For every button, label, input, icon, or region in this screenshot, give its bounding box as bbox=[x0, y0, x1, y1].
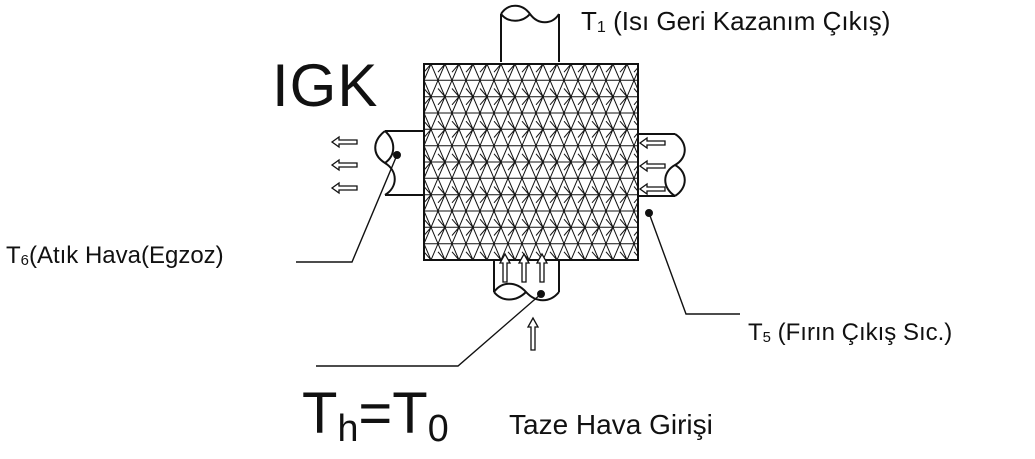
arrow-left-icon bbox=[638, 136, 666, 150]
left-exhaust-pipe bbox=[374, 130, 424, 196]
exhaust-flow-arrows bbox=[330, 135, 358, 195]
label-t5-furnace-outlet: T5 (Fırın Çıkış Sıc.) bbox=[748, 319, 953, 347]
heat-exchanger-core bbox=[423, 63, 639, 261]
label-t6-exhaust: T6(Atık Hava(Egzoz) bbox=[6, 242, 224, 270]
label-fresh-air-inlet: Taze Hava Girişi bbox=[509, 409, 713, 440]
diagram-title: IGK bbox=[272, 52, 379, 119]
furnace-flow-arrows bbox=[638, 136, 666, 196]
arrow-left-icon bbox=[330, 181, 358, 195]
label-th-equation: Th=T0 bbox=[302, 381, 449, 449]
arrow-up-icon bbox=[498, 252, 512, 283]
leader-t6 bbox=[296, 154, 398, 263]
leader-lines bbox=[296, 154, 740, 367]
right-furnace-pipe bbox=[638, 133, 686, 217]
arrow-up-icon bbox=[526, 316, 540, 351]
fresh-air-flow-arrows bbox=[498, 252, 549, 351]
label-t1-heat-recovery-outlet: T1 (Isı Geri Kazanım Çıkış) bbox=[581, 6, 891, 37]
arrow-left-icon bbox=[330, 135, 358, 149]
leader-t5 bbox=[648, 212, 740, 315]
arrow-up-icon bbox=[535, 252, 549, 283]
arrow-left-icon bbox=[638, 182, 666, 196]
arrow-up-icon bbox=[517, 252, 531, 283]
arrow-left-icon bbox=[330, 158, 358, 172]
leader-th bbox=[316, 293, 542, 367]
arrow-left-icon bbox=[638, 159, 666, 173]
top-outlet-pipe bbox=[500, 4, 560, 62]
bottom-inlet-pipe bbox=[493, 260, 560, 302]
